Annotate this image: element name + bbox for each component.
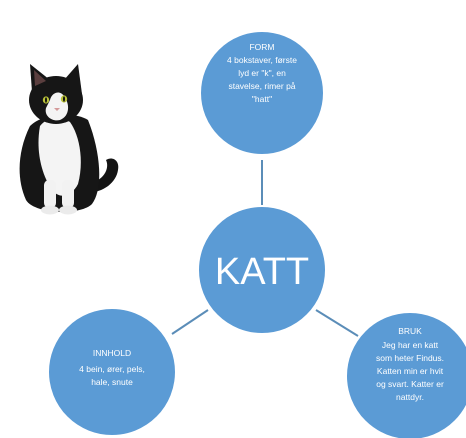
form-line-1: 4 bokstaver, første — [227, 55, 297, 65]
bruk-line-3: Katten min er hvit — [377, 366, 444, 376]
bruk-heading: BRUK — [398, 326, 422, 336]
bruk-line-4: og svart. Katter er — [376, 379, 444, 389]
form-line-3: stavelse, rimer på — [228, 81, 295, 91]
innhold-heading: INNHOLD — [93, 348, 131, 358]
cat-photo-icon — [19, 64, 119, 215]
node-form: FORM 4 bokstaver, første lyd er "k", en … — [199, 30, 325, 156]
node-center: KATT — [197, 205, 327, 335]
innhold-line-1: 4 bein, ører, pels, — [79, 364, 145, 374]
bruk-line-1: Jeg har en katt — [382, 340, 439, 350]
connector-innhold — [171, 309, 209, 335]
node-innhold: INNHOLD 4 bein, ører, pels, hale, snute — [47, 307, 177, 437]
center-title: KATT — [215, 251, 309, 293]
form-line-2: lyd er "k", en — [238, 68, 286, 78]
form-line-4: "hatt" — [252, 94, 272, 104]
form-heading: FORM — [249, 42, 274, 52]
connector-bruk — [315, 309, 359, 337]
bruk-line-5: nattdyr. — [396, 392, 424, 402]
bruk-line-2: som heter Findus. — [376, 353, 444, 363]
innhold-line-2: hale, snute — [91, 377, 133, 387]
node-bruk: BRUK Jeg har en katt som heter Findus. K… — [345, 311, 466, 438]
